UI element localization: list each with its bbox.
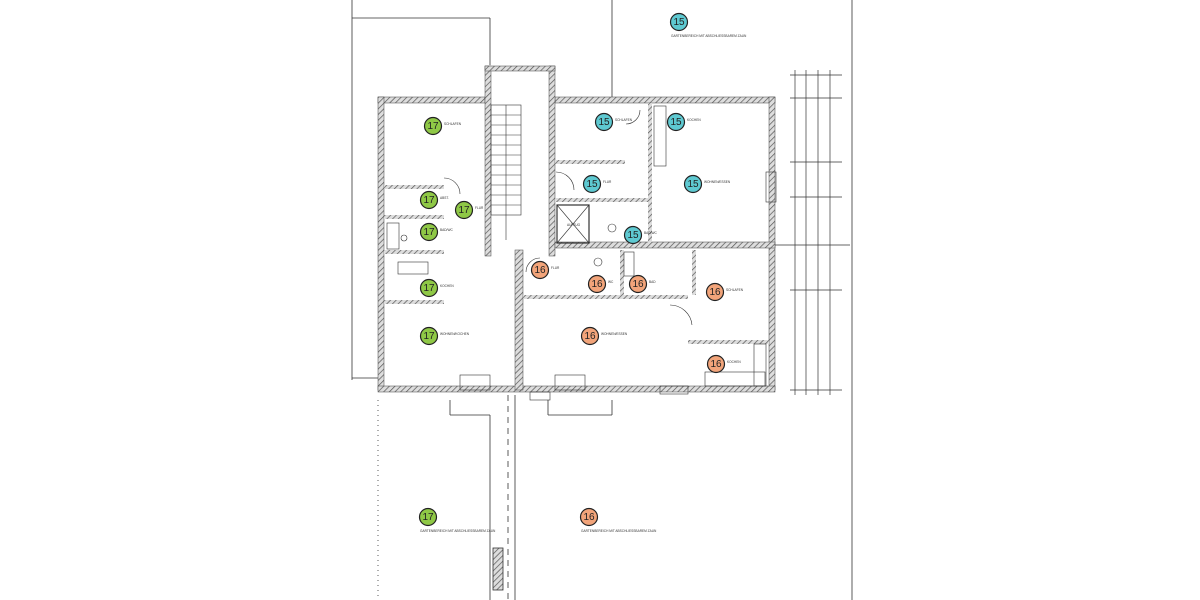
room-name: GARTENBEREICH MIT ABSCHLIESSBAREM ZAUN bbox=[671, 34, 747, 38]
unit-badge bbox=[706, 354, 726, 374]
unit-number: 16 bbox=[710, 359, 722, 370]
unit-badge bbox=[594, 112, 614, 132]
room-name: GARTENBEREICH MIT ABSCHLIESSBAREM ZAUN bbox=[581, 529, 657, 533]
room-16-16: 16 SCHLAFEN bbox=[705, 282, 744, 302]
room-name: BAD bbox=[649, 280, 656, 284]
room-17-3: 17 BAD/WC bbox=[419, 222, 453, 242]
unit-number: 15 bbox=[670, 117, 682, 128]
unit-number: 16 bbox=[591, 279, 603, 290]
unit-badge bbox=[419, 326, 439, 346]
unit-number: 15 bbox=[627, 230, 639, 241]
room-name: BAD/WC bbox=[440, 228, 453, 232]
unit-number: 16 bbox=[584, 331, 596, 342]
lift-label: AUFZUG bbox=[567, 223, 581, 227]
room-name: KOCHEN bbox=[727, 360, 741, 364]
room-name: KOCHEN bbox=[687, 118, 701, 122]
unit-number: 17 bbox=[423, 227, 435, 238]
room-15-11: 15 WOHNEN/ESSEN bbox=[683, 174, 731, 194]
room-17-0: 17 SCHLAFEN bbox=[423, 116, 462, 136]
unit-number: 16 bbox=[709, 287, 721, 298]
unit-number: 17 bbox=[423, 283, 435, 294]
room-15-9: 15 KOCHEN bbox=[666, 112, 701, 132]
unit-badge bbox=[454, 200, 474, 220]
site-lines bbox=[351, 0, 853, 600]
room-name: WOHNEN/ESSEN bbox=[704, 180, 731, 184]
room-name: SCHLAFEN bbox=[444, 122, 462, 126]
room-17-1: 17 ABST. bbox=[419, 190, 449, 210]
room-name: WOHNEN/ESSEN bbox=[601, 332, 628, 336]
room-name: FLUR bbox=[475, 206, 484, 210]
unit-number: 17 bbox=[423, 195, 435, 206]
unit-number: 15 bbox=[673, 17, 685, 28]
unit-badge bbox=[705, 282, 725, 302]
room-name: FLUR bbox=[603, 180, 612, 184]
room-name: FLUR bbox=[551, 266, 560, 270]
unit-number: 17 bbox=[427, 121, 439, 132]
room-16-18: 16 KOCHEN bbox=[706, 354, 741, 374]
unit-badge bbox=[628, 274, 648, 294]
unit-badge bbox=[582, 174, 602, 194]
unit-badge bbox=[419, 190, 439, 210]
building-walls bbox=[377, 65, 776, 393]
unit-number: 15 bbox=[687, 179, 699, 190]
room-name: GARTENBEREICH MIT ABSCHLIESSBAREM ZAUN bbox=[420, 529, 496, 533]
unit-number: 15 bbox=[586, 179, 598, 190]
unit-number: 17 bbox=[458, 205, 470, 216]
room-17-4: 17 KOCHEN bbox=[419, 278, 454, 298]
unit-badge bbox=[579, 507, 599, 527]
room-17-5: 17 WOHNEN/KOCHEN bbox=[419, 326, 470, 346]
room-16-17: 16 WOHNEN/ESSEN bbox=[580, 326, 628, 346]
room-name: ABST. bbox=[440, 196, 449, 200]
unit-badge bbox=[419, 222, 439, 242]
room-15-12: 15 BAD/WC bbox=[623, 225, 657, 245]
unit-badge bbox=[683, 174, 703, 194]
room-16-15: 16 BAD bbox=[628, 274, 656, 294]
room-name: SCHLAFEN bbox=[726, 288, 744, 292]
room-15-10: 15 FLUR bbox=[582, 174, 612, 194]
room-name: KOCHEN bbox=[440, 284, 454, 288]
room-name: SCHLAFEN bbox=[615, 118, 633, 122]
room-17-2: 17 FLUR bbox=[454, 200, 484, 220]
fixtures bbox=[386, 104, 777, 401]
unit-badge bbox=[666, 112, 686, 132]
unit-number: 17 bbox=[422, 512, 434, 523]
room-name: WOHNEN/KOCHEN bbox=[440, 332, 470, 336]
unit-badge bbox=[669, 12, 689, 32]
unit-badge bbox=[623, 225, 643, 245]
unit-badge bbox=[530, 260, 550, 280]
room-16-14: 16 WC bbox=[587, 274, 614, 294]
room-name: WC bbox=[608, 280, 614, 284]
unit-number: 17 bbox=[423, 331, 435, 342]
room-16-13: 16 FLUR bbox=[530, 260, 560, 280]
unit-badge bbox=[418, 507, 438, 527]
room-15-8: 15 SCHLAFEN bbox=[594, 112, 633, 132]
unit-number: 16 bbox=[583, 512, 595, 523]
unit-number: 15 bbox=[598, 117, 610, 128]
unit-badge bbox=[587, 274, 607, 294]
unit-badge bbox=[423, 116, 443, 136]
unit-number: 16 bbox=[534, 265, 546, 276]
dimension-lines bbox=[770, 70, 850, 395]
unit-badge bbox=[580, 326, 600, 346]
unit-badge bbox=[419, 278, 439, 298]
room-name: BAD/WC bbox=[644, 231, 657, 235]
unit-number: 16 bbox=[632, 279, 644, 290]
